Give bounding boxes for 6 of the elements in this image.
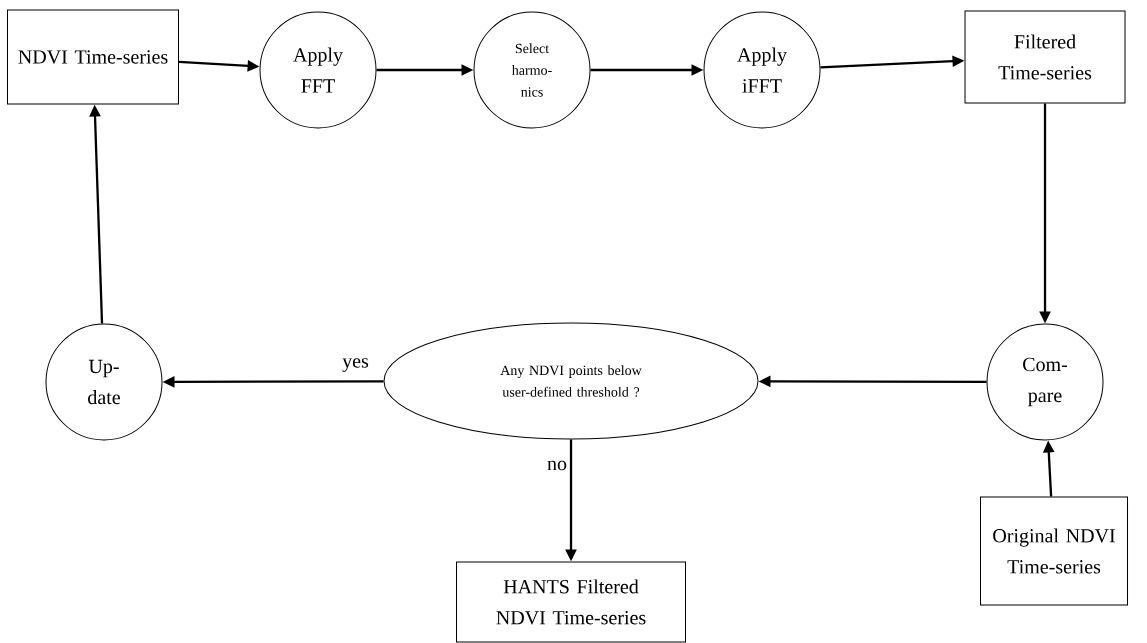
process-box: Filtered Time-series [964,10,1126,104]
process-box: Original NDVI Time-series [980,496,1128,606]
edge-label: yes [341,357,370,373]
process-box: HANTS Filtered NDVI Time-series [456,561,686,643]
process-box: NDVI Time-series [7,9,179,105]
edge-label: no [546,459,568,472]
